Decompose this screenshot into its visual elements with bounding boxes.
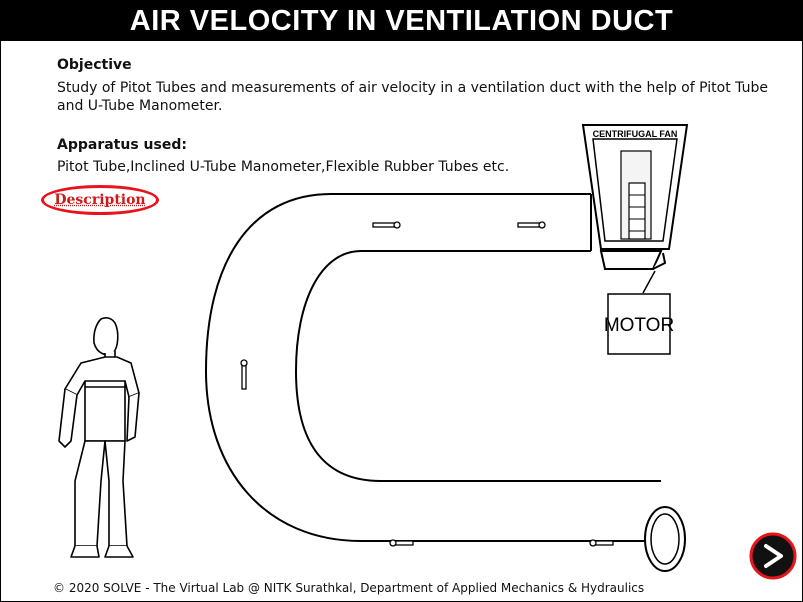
motor-box [607,293,671,355]
description-link[interactable]: Description [41,185,159,215]
duct-outlet-inner [650,513,680,565]
ventilation-duct [204,193,661,542]
motor-label: MOTOR [604,315,674,336]
page-title: AIR VELOCITY IN VENTILATION DUCT [1,1,802,41]
pitot-tube-tap [589,539,614,547]
apparatus-text: Pitot Tube,Inclined U-Tube Manometer,Fle… [57,159,510,175]
pitot-tube-tap [517,221,546,229]
objective-text: Study of Pitot Tubes and measurements of… [57,80,768,114]
description-link-label: Description [54,192,146,208]
fan-label: CENTRIFUGAL FAN [593,129,678,139]
centrifugal-fan [581,124,689,270]
objective-heading: Objective [57,57,132,73]
pitot-tube-tap [240,359,248,390]
next-button[interactable] [749,532,797,580]
pitot-tube-tap [372,221,401,229]
motor-shaft [642,270,656,294]
pitot-tube-tap [389,539,414,547]
chevron-right-icon [749,532,797,580]
footer-copyright: © 2020 SOLVE - The Virtual Lab @ NITK Su… [53,581,645,595]
apparatus-heading: Apparatus used: [57,137,187,153]
person-figure [58,317,140,558]
